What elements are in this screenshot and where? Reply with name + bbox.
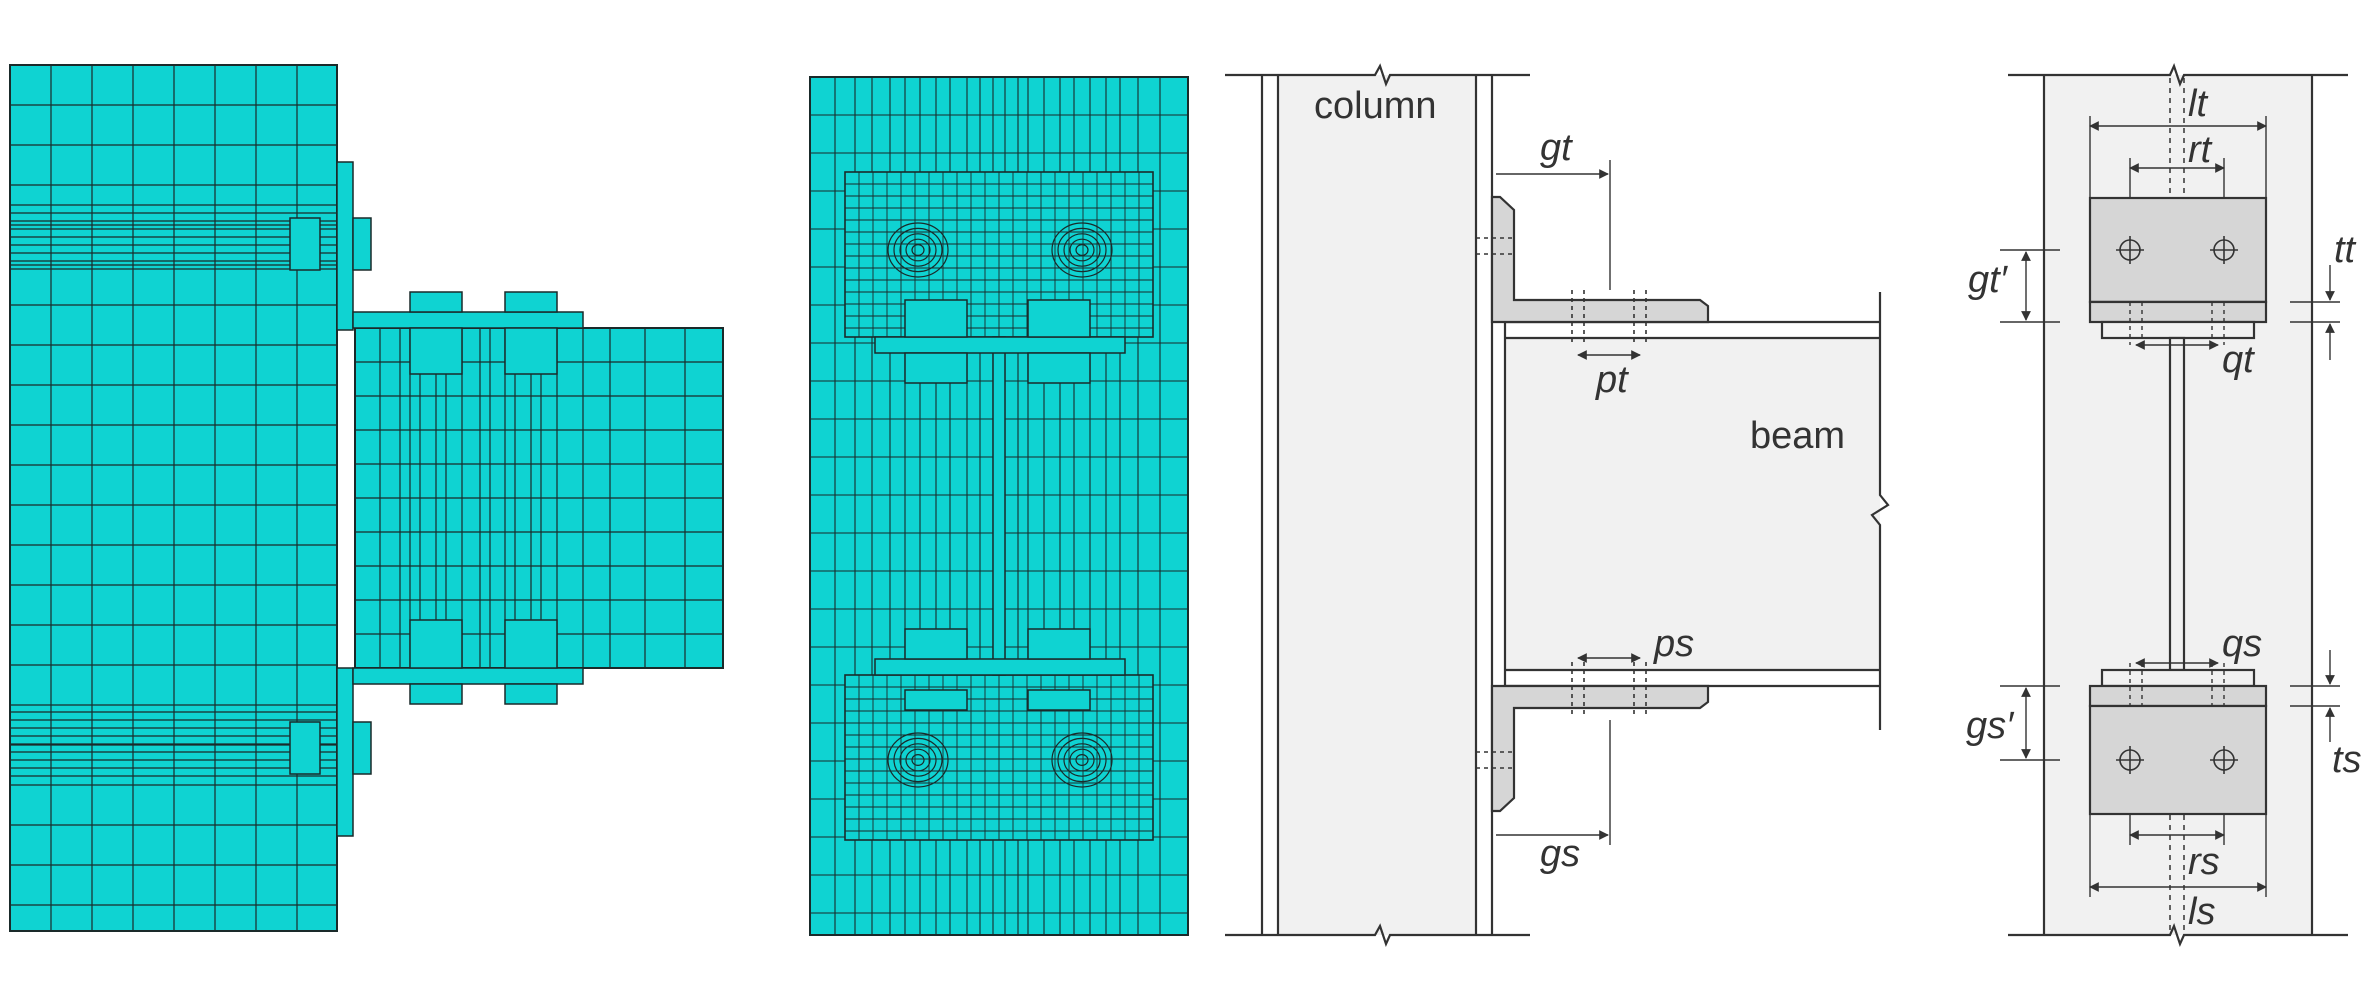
dim-gt-label: gt — [1540, 127, 1573, 169]
beam-label: beam — [1750, 415, 1845, 457]
bolt-head-ring — [1075, 244, 1089, 257]
dim-gs-label: gs — [1540, 833, 1580, 875]
fe-mesh-side-elevation — [9, 64, 724, 932]
bolt-head-ring — [887, 222, 949, 278]
dim-gt-prime-label: gt′ — [1968, 259, 2009, 301]
bolt-head-ring — [911, 244, 925, 257]
bolt-head-ring — [1063, 743, 1101, 777]
side-section-drawing — [1225, 63, 1890, 948]
dim-rt-label: rt — [2188, 129, 2213, 171]
bolt-head-ring — [1069, 748, 1095, 772]
dim-gs-prime-label: gs′ — [1966, 705, 2015, 747]
bolt-head-ring — [1057, 227, 1107, 273]
front-section-drawing — [2000, 62, 2348, 948]
dim-qs-label: qs — [2222, 623, 2262, 665]
bolt-head-ring — [1051, 732, 1113, 788]
dim-lt-label: lt — [2188, 83, 2208, 125]
bolt-head-ring — [1075, 753, 1089, 766]
bolt-head-ring — [905, 238, 931, 262]
column-label: column — [1314, 85, 1437, 127]
dim-ps-label: ps — [1653, 623, 1694, 665]
fe-mesh-front-view — [809, 76, 1189, 936]
dim-ls-label: ls — [2188, 891, 2215, 933]
bolt-head-ring — [1063, 233, 1101, 267]
dim-rs-label: rs — [2188, 841, 2220, 883]
dim-tt-label: tt — [2334, 229, 2357, 271]
bolt-head-ring — [899, 743, 937, 777]
bolt-head-ring — [1051, 222, 1113, 278]
bolt-head-ring — [887, 732, 949, 788]
bolt-head-ring — [911, 753, 925, 766]
bolt-head-ring — [905, 748, 931, 772]
bolt-head-ring — [1057, 737, 1107, 783]
dim-ts-label: ts — [2332, 739, 2362, 781]
bolt-head-ring — [893, 737, 943, 783]
bolt-head-ring — [893, 227, 943, 273]
bolt-head-ring — [899, 233, 937, 267]
dim-pt-label: pt — [1595, 359, 1629, 401]
dim-qt-label: qt — [2222, 339, 2255, 381]
bolt-head-ring — [1069, 238, 1095, 262]
